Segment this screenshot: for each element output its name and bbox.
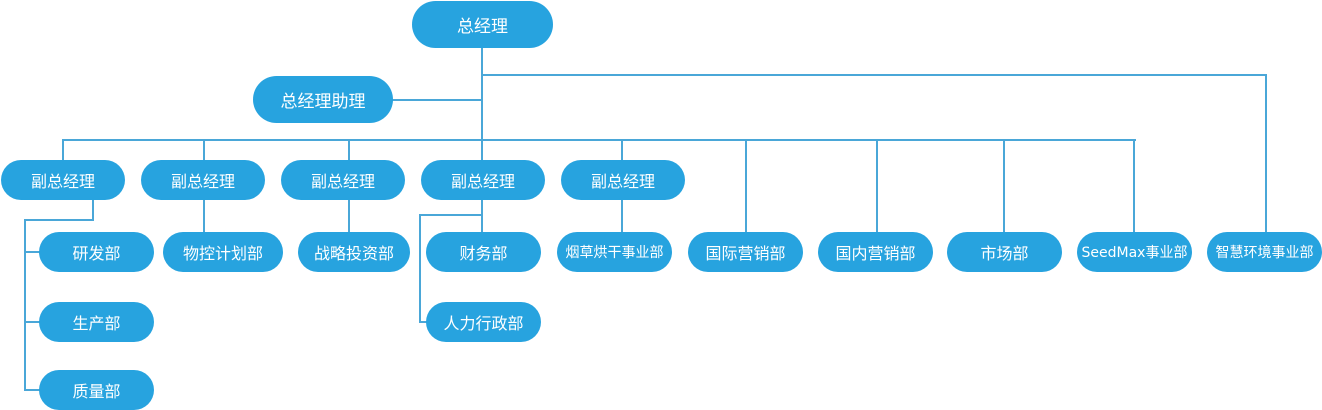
seedmax-division-label: SeedMax事业部: [1081, 245, 1188, 261]
quality-department-node[interactable]: 质量部: [39, 370, 154, 410]
finance-department-node[interactable]: 财务部: [426, 232, 541, 272]
connector-line: [621, 200, 623, 232]
connector-line: [348, 200, 350, 232]
connector-line: [1265, 74, 1267, 232]
connector-line: [92, 200, 94, 221]
quality-department-label: 质量部: [72, 382, 121, 401]
tobacco-drying-division-node[interactable]: 烟草烘干事业部: [557, 232, 672, 272]
connector-line: [745, 139, 747, 232]
seedmax-division-node[interactable]: SeedMax事业部: [1077, 232, 1192, 272]
strategy-investment-department-label: 战略投资部: [313, 244, 394, 263]
tobacco-drying-division-label: 烟草烘干事业部: [565, 245, 664, 261]
connector-line: [24, 389, 40, 391]
vice-president-label: 副总经理: [310, 172, 375, 191]
international-marketing-department-node[interactable]: 国际营销部: [688, 232, 803, 272]
connector-line: [203, 139, 205, 160]
connector-line: [24, 219, 26, 391]
connector-line: [419, 321, 427, 323]
connector-line: [419, 214, 483, 216]
production-department-node[interactable]: 生产部: [39, 302, 154, 342]
finance-department-label: 财务部: [459, 244, 508, 263]
smart-environment-division-label: 智慧环境事业部: [1215, 245, 1314, 261]
vice-president-label: 副总经理: [30, 172, 95, 191]
connector-line: [481, 74, 1267, 76]
connector-line: [621, 139, 623, 160]
strategy-investment-department-node[interactable]: 战略投资部: [298, 232, 410, 272]
connector-line: [62, 139, 64, 160]
domestic-marketing-department-node[interactable]: 国内营销部: [818, 232, 933, 272]
connector-line: [481, 48, 483, 141]
connector-line: [1003, 139, 1005, 232]
logistics-planning-department-label: 物控计划部: [182, 244, 263, 263]
connector-line: [481, 200, 483, 232]
connector-line: [24, 219, 94, 221]
connector-line: [481, 139, 483, 160]
vice-president-node-3[interactable]: 副总经理: [281, 160, 405, 200]
production-department-label: 生产部: [72, 314, 121, 333]
connector-line: [1133, 139, 1135, 232]
ceo-label: 总经理: [457, 17, 508, 37]
ceo-node[interactable]: 总经理: [412, 1, 553, 48]
connector-line: [62, 139, 1136, 141]
logistics-planning-department-node[interactable]: 物控计划部: [163, 232, 283, 272]
vice-president-label: 副总经理: [450, 172, 515, 191]
connector-line: [203, 200, 205, 232]
international-marketing-department-label: 国际营销部: [705, 244, 786, 263]
connector-line: [348, 139, 350, 160]
hr-admin-department-node[interactable]: 人力行政部: [426, 302, 541, 342]
vice-president-label: 副总经理: [590, 172, 655, 191]
smart-environment-division-node[interactable]: 智慧环境事业部: [1207, 232, 1322, 272]
domestic-marketing-department-label: 国内营销部: [835, 244, 916, 263]
market-department-node[interactable]: 市场部: [947, 232, 1062, 272]
rnd-department-label: 研发部: [72, 244, 121, 263]
hr-admin-department-label: 人力行政部: [443, 314, 524, 333]
vice-president-node-5[interactable]: 副总经理: [561, 160, 685, 200]
connector-line: [419, 214, 421, 323]
vice-president-node-4[interactable]: 副总经理: [421, 160, 545, 200]
rnd-department-node[interactable]: 研发部: [39, 232, 154, 272]
market-department-label: 市场部: [980, 244, 1029, 263]
connector-line: [392, 99, 483, 101]
ceo-assistant-label: 总经理助理: [280, 92, 366, 112]
connector-line: [876, 139, 878, 232]
vice-president-node-1[interactable]: 副总经理: [1, 160, 125, 200]
vice-president-node-2[interactable]: 副总经理: [141, 160, 265, 200]
ceo-assistant-node[interactable]: 总经理助理: [253, 76, 393, 123]
connector-line: [24, 251, 40, 253]
connector-line: [24, 321, 40, 323]
vice-president-label: 副总经理: [170, 172, 235, 191]
